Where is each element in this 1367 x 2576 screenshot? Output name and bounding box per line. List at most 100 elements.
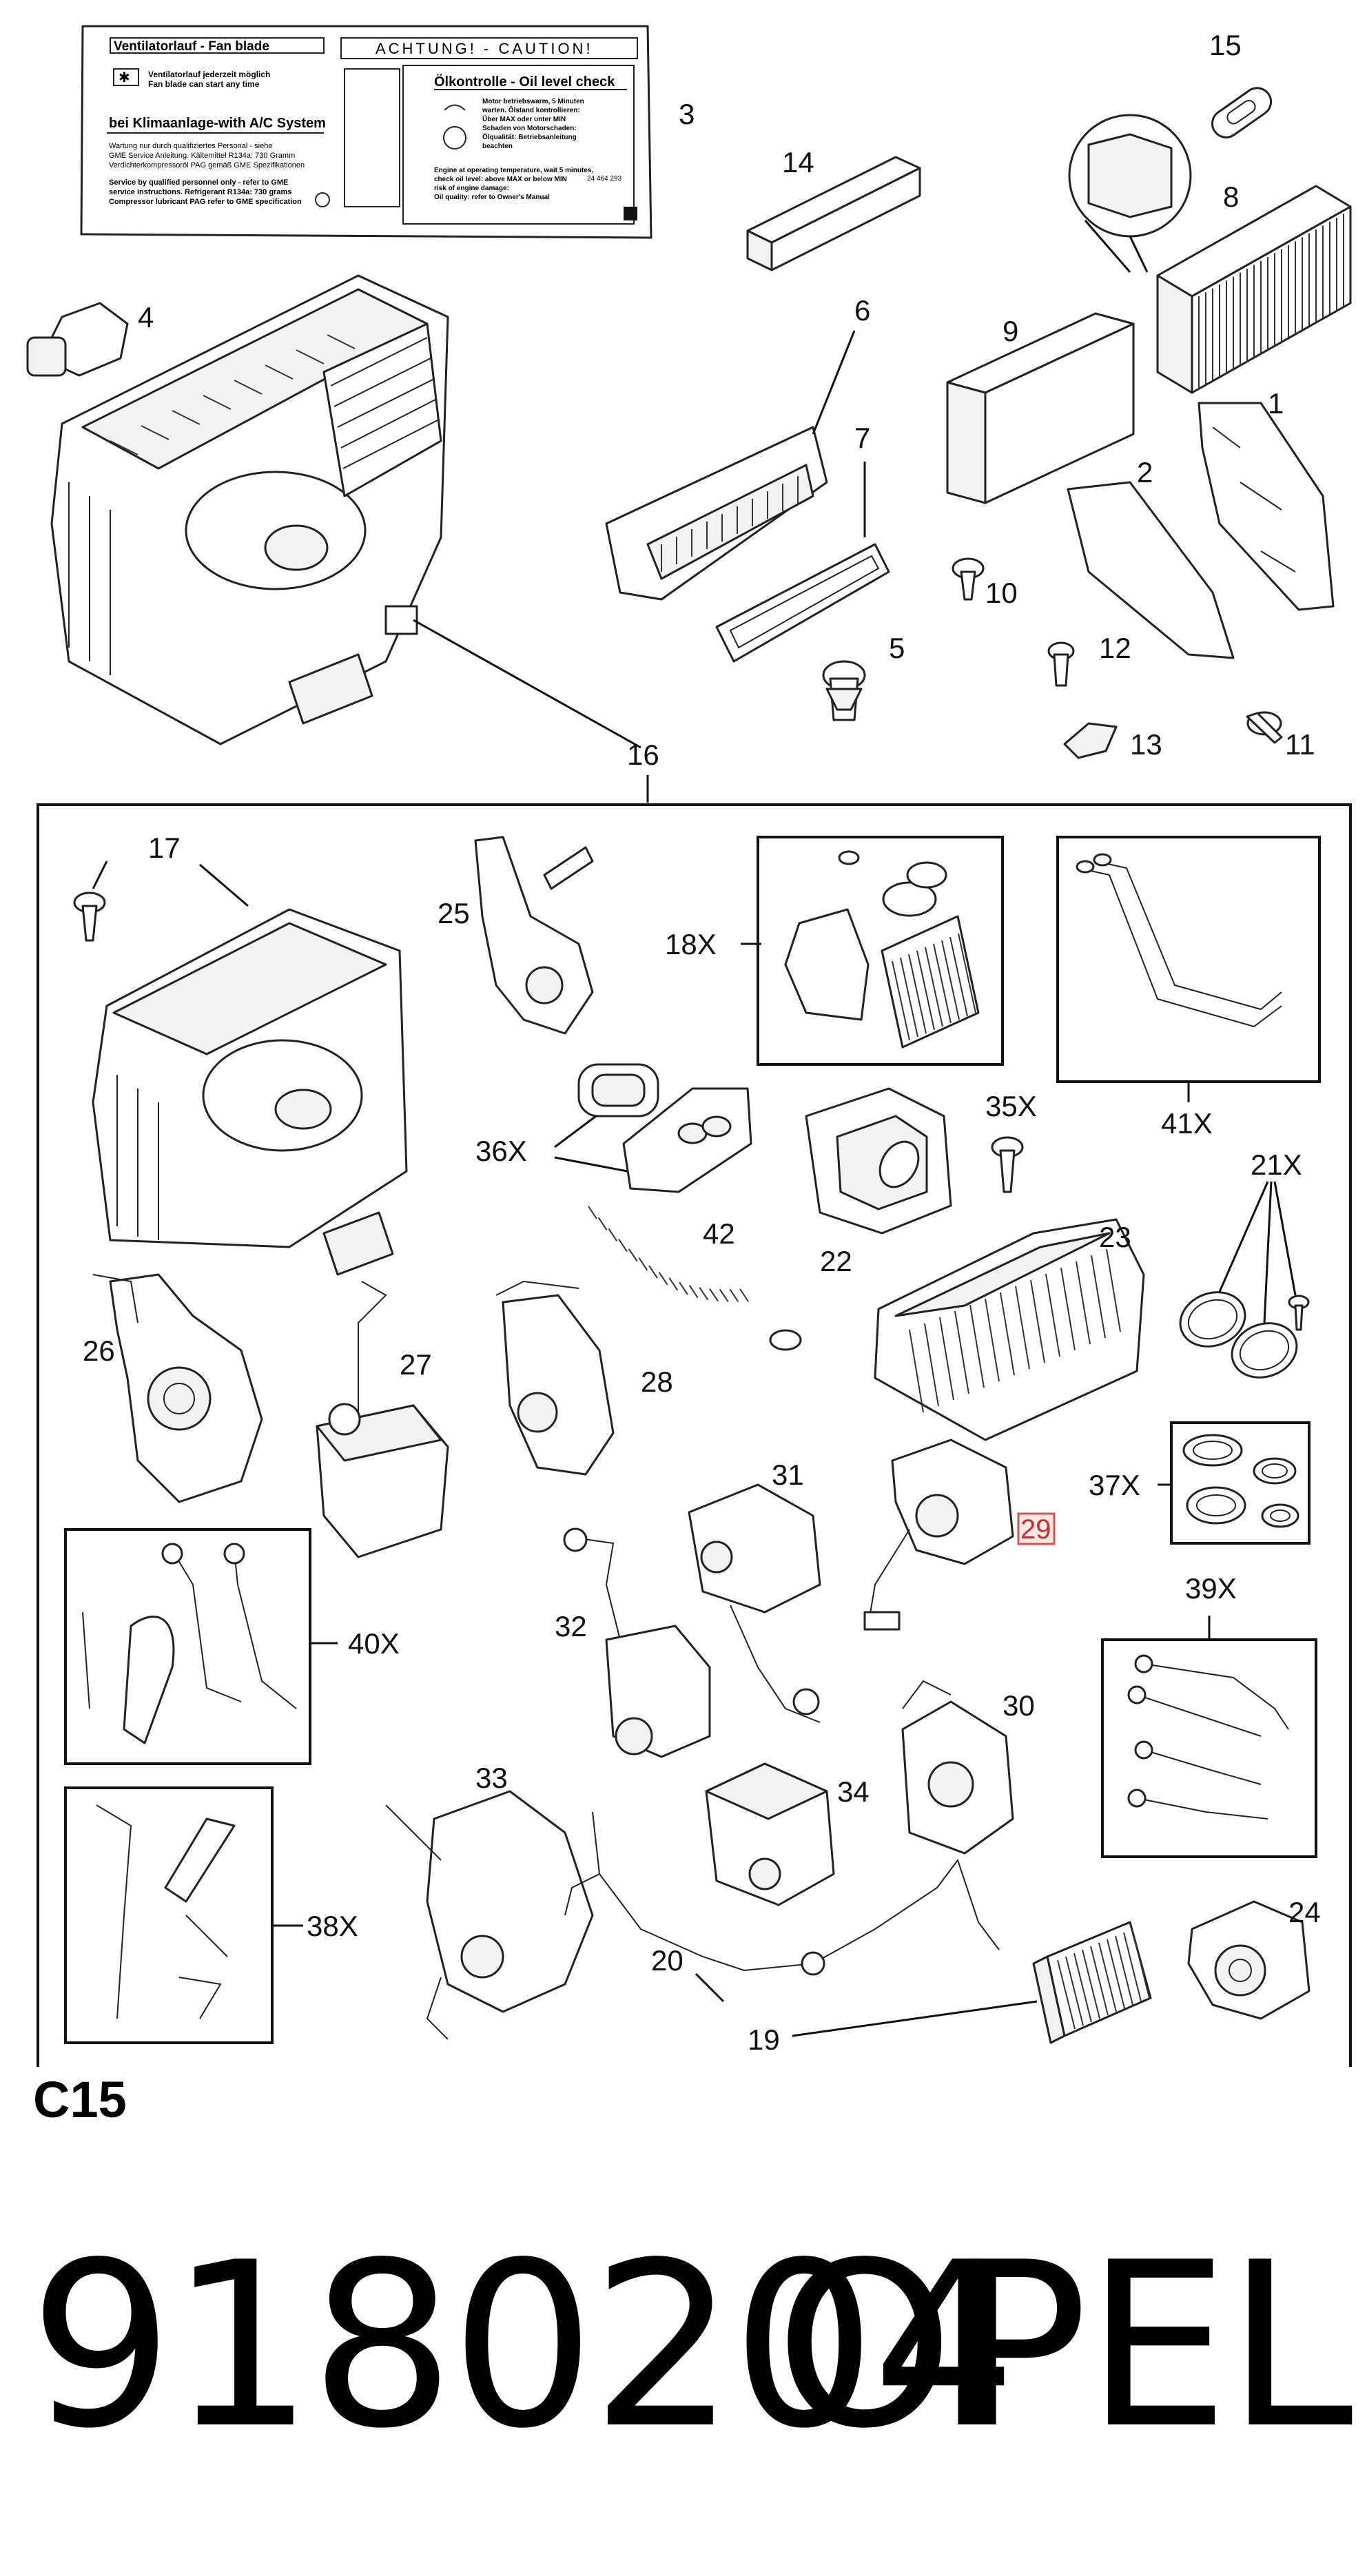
hatch-line bbox=[648, 1265, 658, 1279]
sticker-code: 24 464 293 bbox=[587, 175, 621, 183]
label-9: 9 bbox=[1003, 315, 1018, 347]
label-5: 5 bbox=[889, 632, 905, 664]
sticker-left-p2b: service instructions. Refrigerant R134a:… bbox=[109, 188, 291, 196]
assembly-frame bbox=[37, 803, 1352, 2067]
part-10-screw bbox=[952, 557, 985, 601]
hatch-line bbox=[638, 1257, 648, 1271]
hatch-line bbox=[1082, 1949, 1100, 2019]
hatch-line bbox=[1123, 1932, 1142, 2002]
hatch-line bbox=[729, 1288, 739, 1302]
part-31-actuator bbox=[688, 1483, 821, 1723]
hatch-line bbox=[941, 940, 960, 1020]
label-20: 20 bbox=[651, 1944, 684, 1977]
part-28-actuator bbox=[495, 1280, 615, 1476]
part-7-gasket bbox=[715, 543, 890, 663]
label-27: 27 bbox=[400, 1348, 432, 1381]
part-38x-levers bbox=[96, 1804, 236, 2019]
exploded-parts-diagram: Ventilatorlauf - Fan blade ✱ Ventilatorl… bbox=[26, 25, 1352, 2067]
hatch-line bbox=[909, 1329, 924, 1413]
hatch-line bbox=[628, 1248, 638, 1262]
label-7: 7 bbox=[854, 422, 870, 454]
hvac-module-overview bbox=[50, 274, 449, 745]
sticker-right-t10: Oil quality: refer to Owner's Manual bbox=[434, 194, 550, 201]
part-35x-screw bbox=[991, 1136, 1024, 1193]
hatch-line bbox=[1065, 1956, 1084, 2026]
label-29: 29 bbox=[1020, 1514, 1051, 1545]
part-26-actuator bbox=[92, 1273, 263, 1503]
hatch-line bbox=[1060, 1267, 1076, 1351]
hatch-line bbox=[172, 410, 201, 425]
part-37x-orings bbox=[1182, 1434, 1299, 1528]
hatch-line bbox=[908, 954, 927, 1034]
hatch-line bbox=[1090, 1946, 1109, 2016]
label-15: 15 bbox=[1209, 29, 1242, 61]
part-17-screw bbox=[73, 892, 106, 942]
label-10: 10 bbox=[985, 577, 1018, 609]
label-17: 17 bbox=[148, 832, 181, 864]
part-33-actuator-assembly bbox=[385, 1790, 594, 2040]
hatch-line bbox=[1098, 1942, 1117, 2012]
label-23: 23 bbox=[1099, 1221, 1131, 1253]
part-11-screw bbox=[1246, 711, 1283, 744]
hatch-line bbox=[588, 1206, 597, 1219]
hatch-line bbox=[327, 334, 356, 349]
part-2-cover-plate bbox=[1067, 481, 1235, 659]
sticker-right-t8: check oil level: above MAX or below MIN bbox=[434, 176, 567, 183]
hatch-line bbox=[679, 1281, 688, 1295]
sticker-right-t4: Schaden von Motorschaden: bbox=[482, 125, 577, 132]
part-21x-rings bbox=[1179, 1291, 1310, 1379]
hatch-line bbox=[924, 1323, 939, 1407]
part-32-actuator bbox=[563, 1527, 711, 1758]
hatch-line bbox=[949, 936, 968, 1017]
sticker-left-p1c: Verdichterkompressoröl PAG gemäß GME Spe… bbox=[109, 161, 305, 169]
part-number: 9180204 bbox=[29, 2214, 1017, 2478]
label-4: 4 bbox=[138, 301, 154, 333]
label-3: 3 bbox=[679, 98, 695, 130]
label-40x: 40X bbox=[348, 1627, 400, 1660]
sticker-right-t5: Ölqualität: Betriebsanleitung bbox=[482, 132, 577, 141]
part-15-clip bbox=[1211, 87, 1273, 138]
label-36x: 36X bbox=[475, 1135, 527, 1167]
part-22-duct-seal bbox=[805, 1087, 952, 1235]
hatch-line bbox=[739, 1288, 749, 1302]
label-41x: 41X bbox=[1161, 1107, 1213, 1140]
hatch-line bbox=[1015, 1286, 1030, 1370]
sticker-left-heading: bei Klimaanlage-with A/C System bbox=[109, 116, 326, 131]
hatch-line bbox=[900, 957, 918, 1038]
label-2: 2 bbox=[1137, 456, 1153, 488]
hatch-line bbox=[1107, 1939, 1125, 2009]
part-25-actuator bbox=[474, 836, 594, 1035]
part-17-hvac-housing bbox=[92, 908, 408, 1276]
label-34: 34 bbox=[837, 1775, 870, 1808]
label-35x: 35X bbox=[985, 1090, 1037, 1122]
hatch-line bbox=[658, 1272, 668, 1286]
part-1-housing-cover bbox=[1198, 402, 1335, 611]
hatch-line bbox=[688, 1285, 699, 1299]
part-8-cabin-filter bbox=[1068, 114, 1352, 394]
sticker-left-title: Ventilatorlauf - Fan blade bbox=[114, 39, 269, 54]
label-11: 11 bbox=[1285, 728, 1315, 761]
sticker-left-p1a: Wartung nur durch qualifiziertes Persona… bbox=[109, 142, 272, 150]
part-24-blower-motor bbox=[1187, 1900, 1311, 2020]
label-22: 22 bbox=[820, 1245, 852, 1277]
sticker-left-p1b: GME Service Anleitung. Kältemittel R134a… bbox=[109, 152, 295, 160]
caution-sticker: Ventilatorlauf - Fan blade ✱ Ventilatorl… bbox=[80, 25, 652, 239]
label-18x: 18X bbox=[665, 928, 717, 960]
hatch-line bbox=[1030, 1279, 1045, 1363]
hatch-line bbox=[110, 440, 138, 455]
hatch-line bbox=[709, 1288, 719, 1302]
label-19: 19 bbox=[748, 2023, 780, 2056]
hatch-line bbox=[954, 1310, 969, 1394]
sticker-right-t7: Engine at operating temperature, wait 5 … bbox=[434, 167, 593, 174]
hatch-line bbox=[1045, 1273, 1060, 1357]
label-31: 31 bbox=[772, 1459, 804, 1491]
hatch-line bbox=[234, 380, 263, 395]
part-9-cabin-filter bbox=[946, 312, 1135, 504]
part-18x-box bbox=[757, 836, 1004, 1066]
label-25: 25 bbox=[438, 897, 470, 929]
label-39x: 39X bbox=[1185, 1572, 1237, 1605]
hatch-line bbox=[699, 1287, 709, 1301]
part-23-heater-core-housing bbox=[874, 1218, 1145, 1441]
sticker-right-heading: Ölkontrolle - Oil level check bbox=[434, 74, 615, 90]
label-28: 28 bbox=[641, 1366, 673, 1398]
